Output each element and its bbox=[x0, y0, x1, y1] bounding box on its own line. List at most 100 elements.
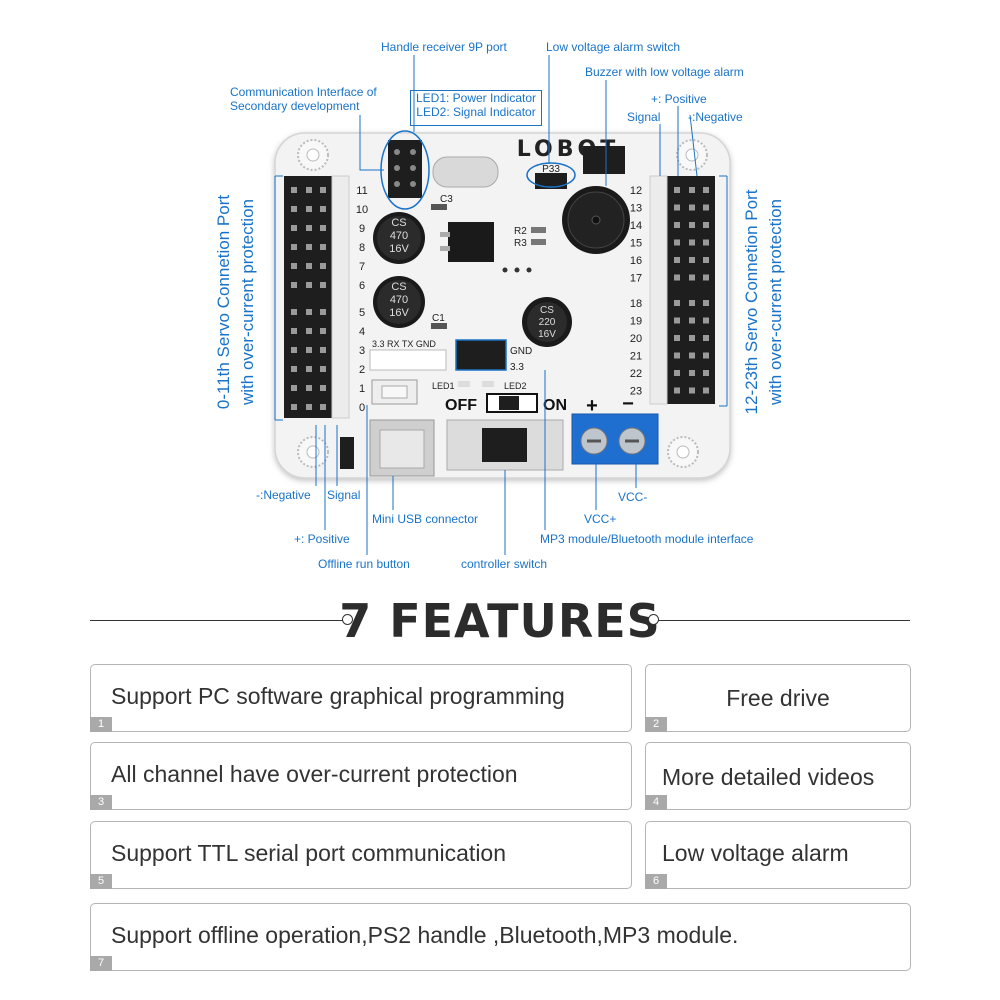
svg-text:GND: GND bbox=[510, 346, 532, 357]
servo-pin bbox=[291, 263, 297, 269]
power-terminal bbox=[571, 413, 659, 465]
svg-text:R2: R2 bbox=[514, 226, 527, 237]
servo-pin bbox=[674, 370, 680, 376]
channel-number: 18 bbox=[630, 298, 642, 310]
label-negative-top: -:Negative bbox=[688, 110, 743, 124]
servo-pin bbox=[306, 206, 312, 212]
servo-pin bbox=[320, 206, 326, 212]
servo-pin bbox=[703, 317, 709, 324]
feature-number-badge: 6 bbox=[645, 874, 667, 889]
servo-pin bbox=[291, 309, 297, 315]
p33-jumper bbox=[535, 173, 567, 189]
label-negative-bottom: -:Negative bbox=[256, 488, 311, 502]
servo-pin bbox=[689, 300, 695, 306]
channel-number: 9 bbox=[359, 223, 365, 235]
channel-number: 17 bbox=[630, 273, 642, 285]
servo-pin bbox=[291, 366, 297, 372]
svg-text:16V: 16V bbox=[389, 307, 409, 319]
feature-card-7: Support offline operation,PS2 handle ,Bl… bbox=[90, 903, 911, 971]
label-left-port-2: with over-current protection bbox=[238, 199, 257, 405]
servo-pin bbox=[320, 225, 326, 231]
feature-number-badge: 3 bbox=[90, 795, 112, 810]
mp3-header-top bbox=[583, 146, 625, 174]
servo-pin bbox=[674, 352, 680, 359]
svg-text:220: 220 bbox=[539, 317, 556, 328]
feature-text: Support offline operation,PS2 handle ,Bl… bbox=[111, 922, 739, 948]
mounting-hole-tr bbox=[676, 139, 708, 171]
svg-text:LED2: LED2 bbox=[504, 381, 527, 391]
label-mini-usb: Mini USB connector bbox=[372, 512, 479, 526]
servo-pin bbox=[320, 309, 326, 315]
features-title: 7 FEATURES bbox=[339, 594, 661, 648]
svg-text:R3: R3 bbox=[514, 238, 527, 249]
servo-pin bbox=[703, 187, 709, 193]
servo-pin bbox=[689, 352, 695, 359]
serial-header bbox=[369, 349, 447, 371]
features-header: 7 FEATURES bbox=[90, 594, 910, 648]
label-vcc-minus: VCC- bbox=[618, 490, 648, 504]
servo-pin bbox=[674, 187, 680, 193]
servo-pin bbox=[703, 387, 709, 394]
svg-text:470: 470 bbox=[390, 230, 408, 242]
channel-number: 22 bbox=[630, 368, 642, 380]
servo-pin bbox=[674, 317, 680, 324]
servo-pin bbox=[703, 222, 709, 228]
feature-number-badge: 5 bbox=[90, 874, 112, 889]
servo-pin bbox=[320, 366, 326, 372]
servo-pin bbox=[320, 244, 326, 250]
svg-text:CS: CS bbox=[391, 217, 406, 229]
mounting-hole-tl bbox=[297, 139, 329, 171]
servo-pin bbox=[291, 282, 297, 288]
servo-pin bbox=[291, 347, 297, 353]
label-led2: LED2: Signal Indicator bbox=[416, 105, 536, 119]
servo-pin bbox=[320, 187, 326, 193]
svg-text:OFF: OFF bbox=[445, 397, 477, 414]
servo-pin bbox=[674, 274, 680, 281]
label-right-port-1: 12-23th Servo Connetion Port bbox=[742, 189, 761, 415]
servo-pin bbox=[306, 309, 312, 315]
servo-pin bbox=[689, 187, 695, 193]
channel-number: 6 bbox=[359, 280, 365, 292]
feature-card-1: Support PC software graphical programmin… bbox=[90, 664, 632, 732]
feature-card-6: Low voltage alarm 6 bbox=[645, 821, 911, 889]
capacitor-3: CS 220 16V bbox=[522, 297, 572, 347]
feature-number-badge: 4 bbox=[645, 795, 667, 810]
header-dot-right bbox=[648, 614, 659, 625]
label-offline-button: Offline run button bbox=[318, 557, 410, 571]
channel-number: 14 bbox=[630, 220, 642, 232]
channel-number: 13 bbox=[630, 203, 642, 215]
svg-text:LED1: LED1 bbox=[432, 381, 455, 391]
channel-number: 3 bbox=[359, 345, 365, 357]
label-controller-switch: controller switch bbox=[461, 557, 548, 571]
signal-pin bbox=[340, 437, 354, 469]
channel-number: 10 bbox=[356, 204, 368, 216]
label-vcc-plus: VCC+ bbox=[584, 512, 617, 526]
label-led1: LED1: Power Indicator bbox=[415, 91, 537, 105]
channel-number: 12 bbox=[630, 185, 642, 197]
servo-pin bbox=[674, 239, 680, 246]
header-dot-left bbox=[342, 614, 353, 625]
servo-pin bbox=[689, 370, 695, 376]
servo-pin bbox=[703, 274, 709, 281]
servo-pin bbox=[674, 300, 680, 306]
crystal bbox=[432, 156, 499, 188]
svg-text:16V: 16V bbox=[538, 329, 556, 340]
servo-pin bbox=[703, 300, 709, 306]
label-mp3-interface: MP3 module/Bluetooth module interface bbox=[540, 532, 754, 546]
feature-text: Support PC software graphical programmin… bbox=[111, 683, 565, 709]
capacitor-1: CS 470 16V bbox=[373, 212, 425, 264]
servo-pin bbox=[320, 282, 326, 288]
servo-pin bbox=[674, 204, 680, 211]
svg-text:470: 470 bbox=[390, 294, 408, 306]
header-line-right bbox=[658, 620, 910, 621]
label-signal-top: Signal bbox=[627, 110, 661, 124]
svg-text:C3: C3 bbox=[440, 194, 453, 205]
servo-pin bbox=[674, 222, 680, 228]
label-positive-bottom: +: Positive bbox=[294, 532, 350, 546]
channel-number: 16 bbox=[630, 255, 642, 267]
servo-pin bbox=[306, 244, 312, 250]
svg-text:ON: ON bbox=[543, 397, 567, 414]
servo-pin bbox=[703, 204, 709, 211]
header-line-left bbox=[90, 620, 344, 621]
